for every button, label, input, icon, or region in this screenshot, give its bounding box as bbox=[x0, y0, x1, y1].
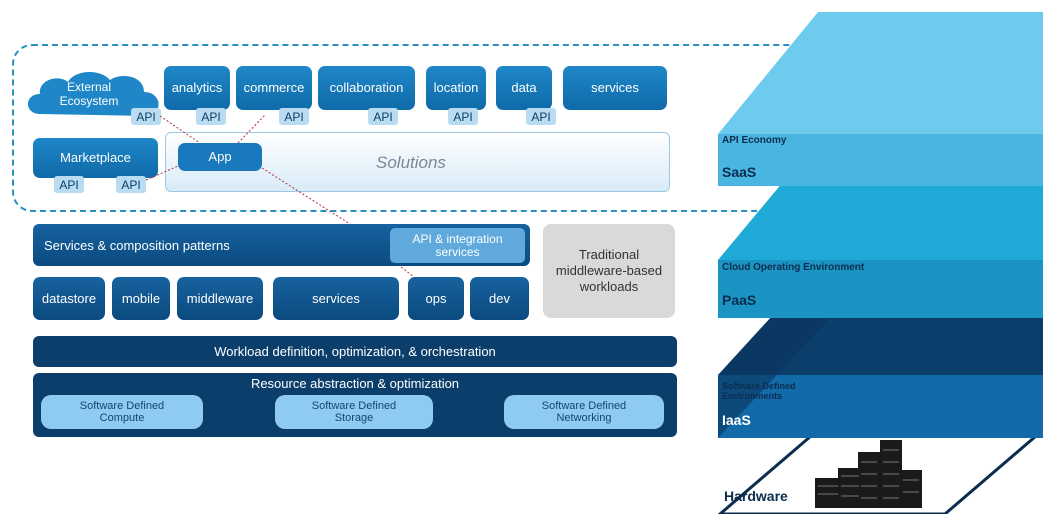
paas-sub-label: Cloud Operating Environment bbox=[722, 262, 865, 273]
workload-bar: Workload definition, optimization, & orc… bbox=[33, 336, 677, 367]
datastore-pill[interactable]: datastore bbox=[33, 277, 105, 320]
data-pill[interactable]: data bbox=[496, 66, 552, 110]
analytics-pill[interactable]: analytics bbox=[164, 66, 230, 110]
api-tag: API bbox=[526, 108, 556, 125]
commerce-pill[interactable]: commerce bbox=[236, 66, 312, 110]
app-connectors bbox=[145, 114, 421, 283]
location-pill[interactable]: location bbox=[426, 66, 486, 110]
solutions-label: Solutions bbox=[376, 153, 446, 172]
server-icon-grill bbox=[818, 449, 919, 499]
api-tag: API bbox=[54, 176, 84, 193]
cloud-stack-diagram bbox=[717, 12, 1043, 514]
ops-pill[interactable]: ops bbox=[408, 277, 464, 320]
saas-sub-label: API Economy bbox=[722, 135, 787, 146]
api-tag: API bbox=[116, 176, 146, 193]
external-ecosystem-label: External Ecosystem bbox=[59, 80, 119, 108]
saas-layer bbox=[718, 12, 1043, 186]
saas-label: SaaS bbox=[722, 164, 757, 180]
paas-label: PaaS bbox=[722, 292, 757, 308]
resource-abstraction-panel: Resource abstraction & optimization Soft… bbox=[33, 373, 677, 437]
middleware-pill[interactable]: middleware bbox=[177, 277, 263, 320]
app-pill[interactable]: App bbox=[178, 143, 262, 171]
hardware-label: Hardware bbox=[724, 488, 788, 504]
external-ecosystem-cloud[interactable] bbox=[22, 66, 172, 128]
services-pill[interactable]: services bbox=[563, 66, 667, 110]
marketplace-pill[interactable]: Marketplace bbox=[33, 138, 158, 178]
dev-pill[interactable]: dev bbox=[470, 277, 529, 320]
iaas-label: IaaS bbox=[722, 412, 751, 428]
api-tag: API bbox=[196, 108, 226, 125]
collaboration-pill[interactable]: collaboration bbox=[318, 66, 415, 110]
services-dark-pill[interactable]: services bbox=[273, 277, 399, 320]
mobile-pill[interactable]: mobile bbox=[112, 277, 170, 320]
api-tag: API bbox=[448, 108, 478, 125]
api-tag: API bbox=[368, 108, 398, 125]
traditional-middleware-box: Traditional middleware-based workloads bbox=[543, 224, 675, 318]
api-tag: API bbox=[279, 108, 309, 125]
resource-abstraction-title: Resource abstraction & optimization bbox=[250, 376, 460, 391]
iaas-sub-label: Software Defined Environments bbox=[722, 381, 796, 401]
api-tag: API bbox=[131, 108, 161, 125]
services-composition-label: Services & composition patterns bbox=[44, 238, 230, 253]
